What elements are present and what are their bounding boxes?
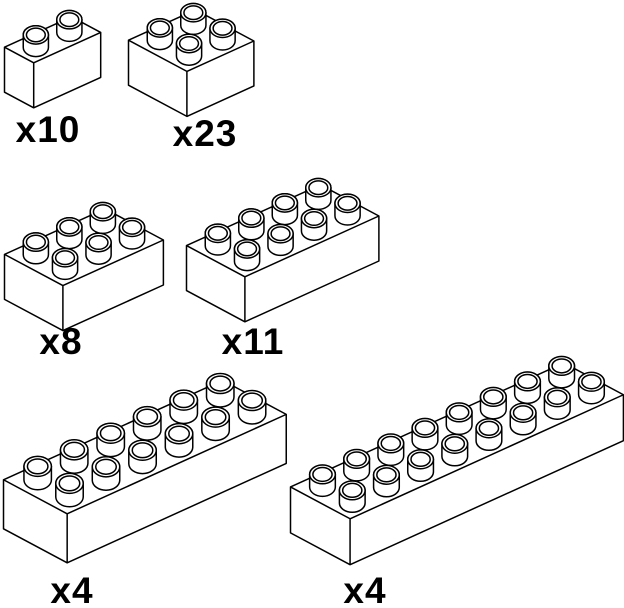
stud [513, 371, 542, 405]
stud [204, 223, 232, 256]
stud [146, 17, 174, 51]
brick-edges [290, 394, 624, 565]
brick-2x2-count-label: x23 [172, 113, 238, 154]
stud [205, 372, 235, 408]
brick-2x4-count-label: x11 [221, 321, 285, 362]
stud [89, 201, 117, 235]
stud [372, 464, 401, 498]
brick-2x3-drawing [3, 201, 165, 332]
stud [334, 193, 361, 226]
brick-2x6-count-label: x4 [50, 570, 94, 608]
stud [377, 433, 405, 467]
stud [267, 223, 294, 257]
stud [445, 402, 473, 436]
brick-1x2 [2, 8, 103, 110]
brick-2x4 [184, 176, 381, 324]
stud [411, 417, 439, 451]
stud [23, 455, 53, 491]
stud [577, 371, 606, 405]
stud [271, 192, 299, 226]
stud [55, 472, 84, 508]
stud [237, 389, 267, 425]
brick-edges [4, 31, 101, 108]
stud [201, 406, 231, 442]
brick-2x6-drawing [2, 372, 287, 564]
stud [509, 402, 537, 436]
brick-1x2-drawing [3, 9, 102, 109]
brick-2x8-drawing [289, 355, 624, 566]
stud [343, 448, 371, 482]
stud [179, 2, 207, 36]
stud [475, 418, 503, 452]
stud [233, 238, 261, 272]
stud [132, 405, 162, 441]
brick-2x8 [288, 354, 624, 567]
stud [55, 9, 83, 43]
stud [91, 456, 121, 491]
stud [479, 386, 507, 420]
stud [237, 208, 265, 241]
stud [164, 422, 194, 458]
brick-2x8-count-label: x4 [343, 570, 387, 608]
stud [22, 232, 50, 265]
stud [543, 387, 571, 421]
stud [169, 389, 199, 425]
brick-edges [128, 39, 255, 117]
stud [128, 439, 158, 475]
stud [175, 33, 203, 66]
brick-2x3-count-label: x8 [39, 321, 83, 362]
stud [96, 422, 126, 458]
stud [300, 208, 328, 241]
stud [209, 18, 236, 51]
brick-edges [186, 215, 380, 322]
brick-edges [4, 239, 164, 331]
brick-edges [3, 413, 287, 563]
stud [441, 433, 469, 467]
brick-body [3, 16, 102, 109]
stud [118, 217, 146, 250]
stud [59, 439, 89, 474]
brick-1x2-count-label: x10 [15, 109, 81, 150]
brick-2x2-drawing [127, 2, 255, 118]
stud [85, 232, 112, 265]
stud [338, 480, 366, 514]
stud [406, 449, 435, 483]
brick-2x3 [2, 200, 166, 333]
brick-2x6 [1, 371, 289, 565]
stud [548, 355, 576, 389]
stud [304, 177, 332, 211]
stud [55, 216, 83, 250]
brick-2x2 [126, 1, 256, 119]
stud [51, 247, 79, 281]
brick-2x4-drawing [185, 177, 380, 323]
stud [308, 464, 337, 498]
stud [22, 24, 50, 58]
